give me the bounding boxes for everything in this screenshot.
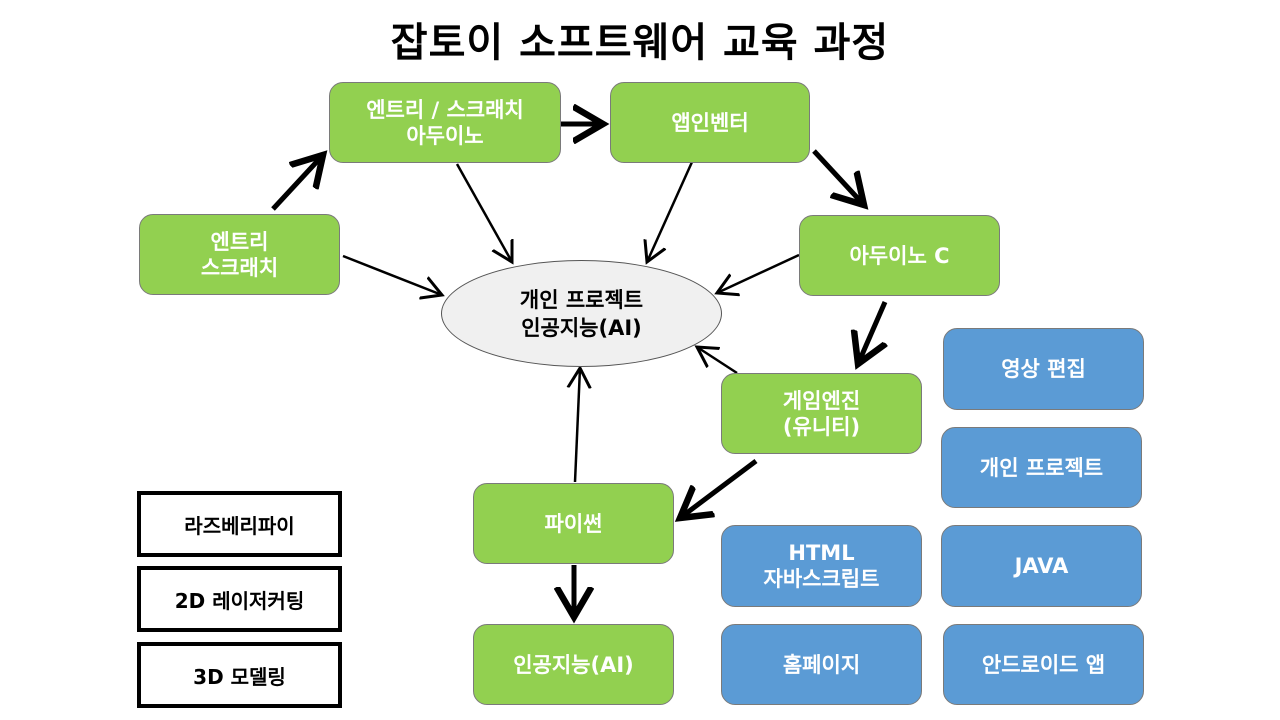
arrow-app-inventor-to-arduino-c: [812, 149, 864, 205]
course-homepage: 홈페이지: [721, 624, 922, 705]
course-2d-laser-cutting: 2D 레이저커팅: [137, 566, 342, 632]
course-raspberry-pi: 라즈베리파이: [137, 491, 342, 557]
arrow-arduino-c-to-game-engine: [858, 301, 885, 364]
course-3d-modeling: 3D 모델링: [137, 642, 342, 708]
node-game-engine: 게임엔진 (유니티): [721, 373, 922, 454]
node-ai: 인공지능(AI): [473, 624, 674, 705]
center-personal-project-ai: 개인 프로젝트 인공지능(AI): [441, 260, 722, 367]
arrow-entry-scratch-to-entry-arduino: [271, 155, 323, 211]
arrow-game-engine-to-python: [680, 459, 758, 518]
course-android-app: 안드로이드 앱: [943, 624, 1144, 705]
arrow-game-engine-to-center: [697, 347, 738, 375]
node-entry-scratch: 엔트리 스크래치: [139, 214, 340, 295]
course-html-javascript: HTML 자바스크립트: [721, 525, 922, 607]
page-title: 잡토이 소프트웨어 교육 과정: [390, 20, 890, 66]
course-video-editing: 영상 편집: [943, 328, 1144, 410]
node-python: 파이썬: [473, 483, 674, 564]
course-java: JAVA: [941, 525, 1142, 607]
node-entry-scratch-arduino: 엔트리 / 스크래치 아두이노: [329, 82, 561, 163]
course-personal-project: 개인 프로젝트: [941, 427, 1142, 508]
arrow-entry-arduino-to-center: [455, 163, 512, 262]
arrow-entry-scratch-to-center: [342, 254, 442, 295]
arrow-python-to-center: [575, 368, 580, 483]
node-app-inventor: 앱인벤터: [610, 82, 810, 163]
node-arduino-c: 아두이노 C: [799, 215, 1000, 296]
arrow-arduino-c-to-center: [717, 253, 800, 293]
arrow-app-inventor-to-center: [647, 161, 694, 262]
